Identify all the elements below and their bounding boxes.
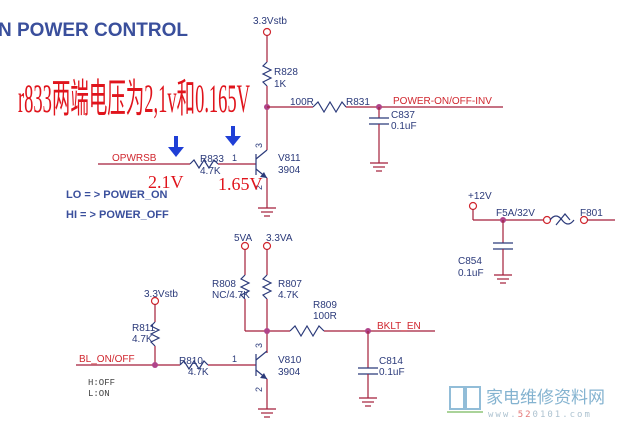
r807-ref: R807	[278, 279, 302, 290]
power-control-circuit: 3.3Vstb R828 1K 100R R831 POWER-ON/OFF-I…	[66, 16, 503, 221]
r831-value: 100R	[290, 97, 314, 108]
logic-hi-note: HI = > POWER_OFF	[66, 209, 169, 221]
c814-value: 0.1uF	[379, 367, 405, 378]
v810-pin-1: 1	[232, 354, 237, 364]
resistor-r809	[289, 324, 325, 338]
r833-value: 4.7K	[200, 166, 221, 177]
ground-symbol	[370, 162, 388, 172]
down-arrow-icon	[225, 126, 241, 146]
backlight-circuit: 5VA 3.3VA R808 NC/4.7K R807 4.7K R809 10…	[76, 233, 435, 418]
r811-value: 4.7K	[132, 334, 153, 345]
v811-pin-1: 1	[232, 153, 237, 163]
r810-ref: R810	[179, 356, 203, 367]
c837-ref: C837	[391, 110, 415, 121]
state-l-note: L:ON	[88, 389, 110, 399]
r810-value: 4.7K	[188, 367, 209, 378]
supply-label-5va: 5VA	[234, 233, 252, 244]
net-bl-on-off: BL_ON/OFF	[79, 354, 135, 365]
logic-lo-note: LO = > POWER_ON	[66, 189, 168, 201]
annotation-main: r833两端电压为2,1v和0.165V	[18, 76, 250, 121]
supply-label-3v3stb-2: 3.3Vstb	[144, 289, 178, 300]
resistor-r828	[261, 61, 273, 87]
resistor-r811	[149, 321, 161, 347]
supply-label-12v: +12V	[468, 191, 492, 202]
c814-ref: C814	[379, 356, 403, 367]
net-power-on-off-inv: POWER-ON/OFF-INV	[393, 96, 492, 107]
v810-pin-3: 3	[254, 343, 264, 348]
r809-ref: R809	[313, 300, 337, 311]
supply-label-3v3stb: 3.3Vstb	[253, 16, 287, 27]
fuse-circuit: +12V F5A/32V F801 C854 0.1uF	[458, 191, 615, 284]
r807-value: 4.7K	[278, 290, 299, 301]
v811-pin-2: 2	[254, 185, 264, 190]
v810-part: 3904	[278, 367, 301, 378]
r831-ref: R831	[346, 97, 370, 108]
annotation-right-voltage: 1.65V	[218, 174, 263, 194]
c854-value: 0.1uF	[458, 268, 484, 279]
r808-ref: R808	[212, 279, 236, 290]
fuse-f801	[549, 215, 575, 225]
voltage-annotation: r833两端电压为2,1v和0.165V 2.1V 1.65V	[18, 76, 263, 194]
book-icon	[447, 386, 483, 413]
net-opwrsb: OPWRSB	[112, 153, 157, 164]
ground-symbol	[359, 397, 377, 407]
annotation-left-voltage: 2.1V	[148, 172, 184, 192]
r833-ref: R833	[200, 154, 224, 165]
r811-ref: R811	[132, 323, 156, 334]
v810-pin-2: 2	[254, 387, 264, 392]
supply-terminal	[262, 27, 272, 37]
f801-value: F5A/32V	[496, 208, 535, 219]
transistor-v811	[255, 149, 268, 179]
net-bklt-en: BKLT_EN	[377, 321, 421, 332]
resistor-r808	[239, 274, 251, 300]
ground-symbol	[494, 274, 512, 284]
v811-ref: V811	[278, 153, 301, 164]
supply-label-3v3a: 3.3VA	[266, 233, 293, 244]
r828-ref: R828	[274, 67, 298, 78]
resistor-r833	[189, 158, 219, 170]
down-arrow-icon	[168, 136, 184, 157]
c854-ref: C854	[458, 256, 482, 267]
watermark-text: 家电维修资料网	[486, 388, 605, 408]
ground-symbol	[258, 207, 276, 217]
f801-ref: F801	[580, 208, 603, 219]
resistor-r807	[261, 274, 273, 300]
resistor-r810	[179, 359, 209, 371]
watermark: 家电维修资料网 www.520101.com	[447, 386, 605, 420]
v810-ref: V810	[278, 355, 302, 366]
r828-value: 1K	[274, 79, 287, 90]
resistor-r831	[312, 100, 347, 114]
page-title: N POWER CONTROL	[0, 20, 188, 41]
r808-value: NC/4.7K	[212, 290, 250, 301]
r809-value: 100R	[313, 311, 337, 322]
v811-pin-3: 3	[254, 143, 264, 148]
v811-part: 3904	[278, 165, 301, 176]
c837-value: 0.1uF	[391, 121, 417, 132]
ground-symbol	[258, 408, 276, 418]
watermark-url: www.520101.com	[488, 410, 592, 420]
transistor-v810	[255, 350, 268, 380]
state-h-note: H:OFF	[88, 378, 115, 388]
